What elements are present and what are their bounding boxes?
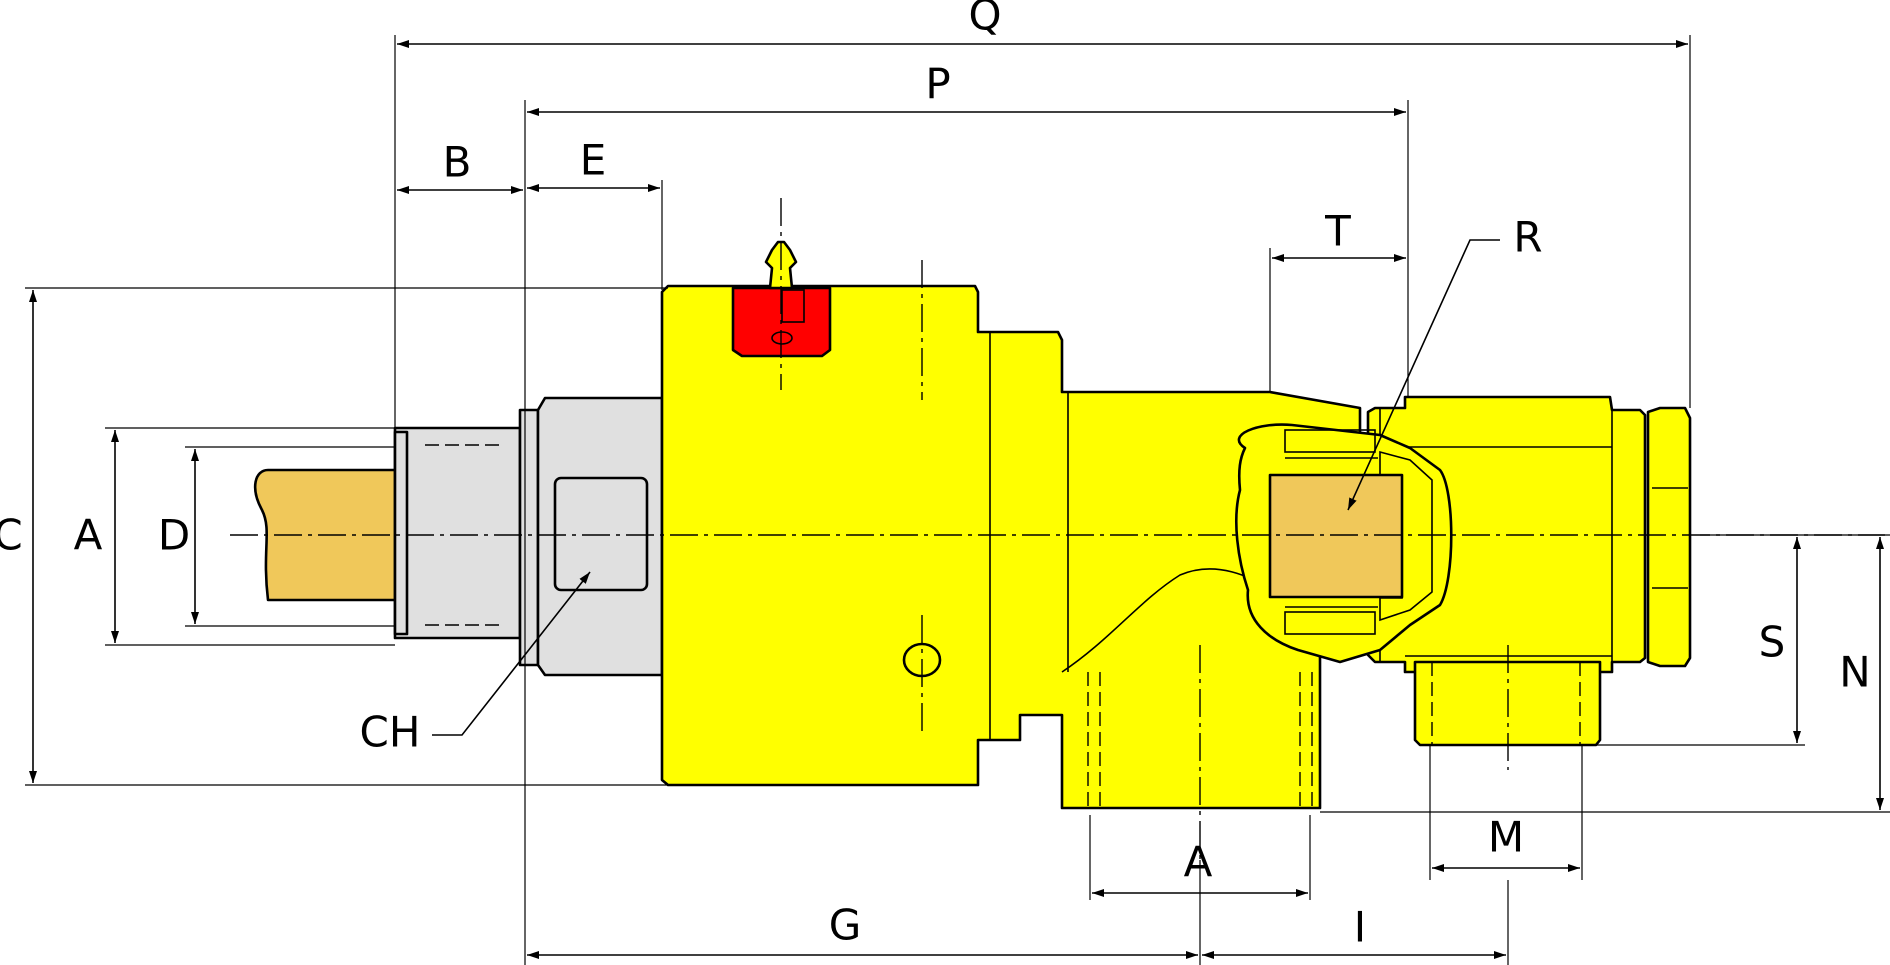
clip-hole <box>771 331 793 345</box>
dimension-D: D <box>158 449 199 624</box>
label-CH: CH <box>360 708 421 757</box>
label-A-left: A <box>74 511 103 560</box>
dimension-CH: CH <box>360 571 591 757</box>
label-C: C <box>0 511 23 560</box>
dimension-B: B <box>397 138 523 194</box>
hex-end-cap <box>1646 406 1692 668</box>
seal-top <box>1284 429 1376 453</box>
dimension-R: R <box>1347 213 1543 511</box>
label-S: S <box>1759 618 1786 667</box>
hex-flat <box>553 476 649 592</box>
extension-lines <box>25 35 1890 965</box>
nut-thread-end <box>393 430 409 636</box>
label-D: D <box>158 511 190 560</box>
dimension-M: M <box>1432 813 1580 872</box>
dimension-C: C <box>0 290 37 783</box>
label-Q: Q <box>968 0 1001 40</box>
label-G: G <box>829 901 862 950</box>
seal-bottom <box>1284 611 1376 635</box>
dimension-A-bottom: A <box>1092 838 1308 897</box>
label-N: N <box>1839 648 1870 697</box>
dimension-E: E <box>527 136 660 192</box>
clip-slot <box>781 289 805 323</box>
label-T: T <box>1324 207 1351 256</box>
threaded-nut <box>393 426 522 640</box>
dimension-T: T <box>1272 207 1406 262</box>
dimension-N: N <box>1839 537 1884 810</box>
dimension-I: I <box>1202 903 1506 959</box>
dimension-Q: Q <box>397 0 1688 48</box>
dimension-S: S <box>1759 537 1801 743</box>
label-M: M <box>1488 813 1524 862</box>
label-A-bottom: A <box>1184 838 1213 887</box>
collar <box>518 408 540 667</box>
label-P: P <box>925 60 950 109</box>
label-B: B <box>443 138 472 187</box>
dimension-A-left: A <box>74 430 119 643</box>
label-I: I <box>1354 903 1366 952</box>
label-R: R <box>1513 213 1542 262</box>
label-E: E <box>580 136 607 185</box>
insert-shaft <box>1268 473 1404 599</box>
dimension-P: P <box>527 60 1406 116</box>
seal-nose <box>1379 450 1433 622</box>
dimension-G: G <box>527 901 1198 959</box>
